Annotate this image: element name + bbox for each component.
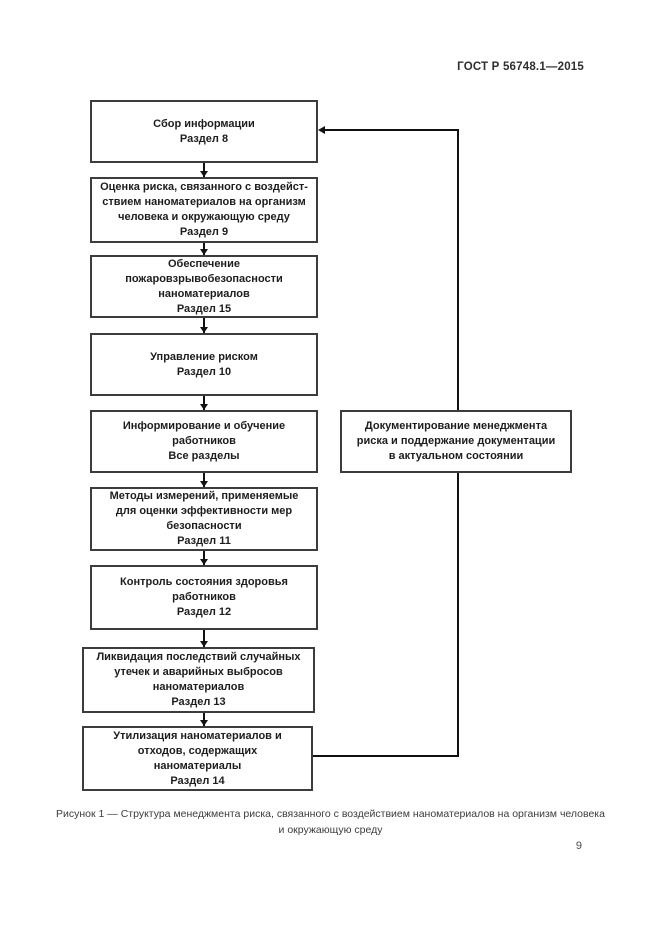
figure-caption: Рисунок 1 — Структура менеджмента риска,… (56, 808, 605, 836)
down-arrow-icon (200, 243, 208, 255)
flow-box-risk-assessment: Оценка риска, связанного с воздейст- ств… (90, 177, 318, 243)
down-arrow-icon (200, 473, 208, 487)
flow-box-documentation: Документирование менеджмента риска и под… (340, 410, 572, 473)
flow-box-spill-response: Ликвидация последствий случайных утечек … (82, 647, 315, 713)
flow-box-health-monitoring: Контроль состояния здоровья работников Р… (90, 565, 318, 630)
down-arrow-icon (200, 713, 208, 726)
down-arrow-icon (200, 630, 208, 647)
loop-arrowhead-icon (318, 126, 325, 134)
flow-box-measurement-methods: Методы измерений, применяемые для оценки… (90, 487, 318, 551)
flow-box-disposal: Утилизация наноматериалов и отходов, сод… (82, 726, 313, 791)
down-arrow-icon (200, 396, 208, 410)
down-arrow-icon (200, 163, 208, 177)
down-arrow-icon (200, 551, 208, 565)
document-header: ГОСТ Р 56748.1—2015 (457, 61, 584, 73)
page-number: 9 (575, 840, 582, 852)
down-arrow-icon (200, 318, 208, 333)
loop-line-top (323, 129, 459, 131)
flow-box-risk-management: Управление риском Раздел 10 (90, 333, 318, 396)
loop-line-bottom (313, 755, 459, 757)
flow-box-collect-information: Сбор информации Раздел 8 (90, 100, 318, 163)
flow-box-worker-training: Информирование и обучение работников Все… (90, 410, 318, 473)
flow-box-fire-explosion-safety: Обеспечение пожаровзрывобезопасности нан… (90, 255, 318, 318)
